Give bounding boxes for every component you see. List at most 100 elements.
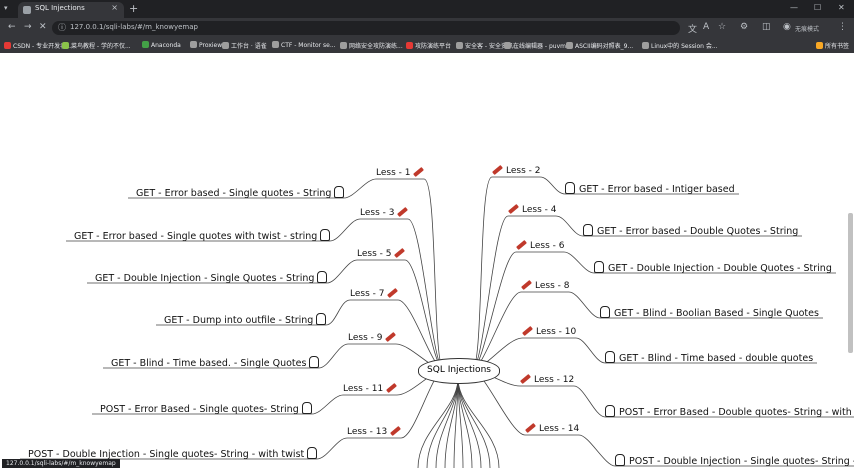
bookmark-item[interactable]: 攻防演练平台 — [406, 41, 451, 50]
bookmark-item[interactable]: 菜鸟教程 - 学的不仅... — [62, 41, 131, 50]
bookmark-item[interactable]: Anaconda — [142, 41, 181, 49]
center-node[interactable]: SQL Injections — [418, 358, 500, 384]
extensions-icon[interactable]: ⚙ — [740, 22, 749, 32]
window-close-icon[interactable]: ✕ — [838, 3, 845, 12]
bookmark-label: ASCII编码对照表_9... — [575, 43, 634, 50]
crayon-icon — [387, 287, 399, 299]
address-bar[interactable]: ⓘ 127.0.0.1/sqli-labs/#/m_knowyemap — [52, 21, 680, 35]
connector-line — [435, 377, 459, 468]
lesson-node[interactable]: Less - 5 — [357, 247, 406, 260]
lesson-description[interactable]: GET - Error based - Single quotes with t… — [74, 229, 331, 242]
bookmark-item[interactable]: 安全客 - 安全资讯... — [456, 41, 519, 50]
tux-penguin-icon — [565, 182, 575, 194]
lesson-node[interactable]: Less - 8 — [521, 279, 569, 292]
lesson-node[interactable]: Less - 7 — [350, 287, 399, 300]
connector-line — [426, 377, 459, 468]
lesson-description-text: POST - Error Based - Single quotes- Stri… — [100, 404, 299, 415]
connector-line — [563, 251, 836, 274]
lesson-description[interactable]: GET - Error based - Single quotes - Stri… — [136, 186, 345, 199]
crayon-icon — [508, 203, 519, 215]
tab-close-icon[interactable]: × — [111, 3, 118, 12]
lesson-description[interactable]: POST - Error Based - Double quotes- Stri… — [605, 405, 854, 418]
lesson-label: Less - 2 — [506, 166, 541, 176]
lesson-node[interactable]: Less - 2 — [492, 164, 541, 177]
maximize-icon[interactable]: ☐ — [814, 3, 822, 12]
lesson-description[interactable]: GET - Error based - Intiger based — [565, 182, 735, 195]
lesson-description[interactable]: GET - Double Injection - Single Quotes -… — [95, 271, 328, 284]
tux-penguin-icon — [605, 351, 615, 363]
lesson-node[interactable]: Less - 4 — [508, 203, 556, 216]
tab-search-icon[interactable]: ▾ — [4, 4, 8, 12]
status-bar-url: 127.0.0.1/sqli-labs/#/m_knowyemap — [2, 459, 120, 468]
bookmark-label: CTF - Monitor se... — [281, 42, 336, 49]
lesson-node[interactable]: Less - 14 — [525, 422, 579, 435]
bookmark-favicon-icon — [142, 41, 149, 48]
new-tab-button[interactable]: + — [129, 2, 139, 15]
site-info-icon[interactable]: ⓘ — [58, 23, 66, 32]
lesson-node[interactable]: Less - 1 — [376, 166, 425, 179]
tab-sql-injections[interactable]: SQL Injections × — [18, 2, 124, 18]
lesson-description[interactable]: GET - Blind - Boolian Based - Single Quo… — [600, 306, 819, 319]
forward-button[interactable]: → — [24, 22, 32, 32]
lesson-label: Less - 10 — [536, 327, 577, 337]
collections-icon[interactable]: ◫ — [762, 22, 771, 32]
bookmark-label: 攻防演练平台 — [415, 43, 452, 50]
connector-line — [20, 437, 348, 460]
lesson-description[interactable]: GET - Blind - Time based - double quotes — [605, 351, 813, 364]
lesson-node[interactable]: Less - 3 — [360, 206, 409, 219]
lesson-label: Less - 7 — [350, 289, 385, 299]
lesson-node[interactable]: Less - 6 — [516, 239, 565, 252]
lesson-description-text: POST - Error Based - Double quotes- Stri… — [619, 407, 854, 418]
menu-icon[interactable]: ⋮ — [838, 22, 847, 32]
bookmark-favicon-icon — [456, 42, 463, 49]
crayon-icon — [516, 239, 527, 251]
lesson-description-text: POST - Double Injection - Single quotes-… — [28, 449, 305, 460]
lesson-description[interactable]: POST - Double Injection - Single quotes-… — [28, 447, 318, 460]
minimize-icon[interactable]: — — [790, 3, 798, 12]
lesson-description[interactable]: POST - Double Injection - Single quotes-… — [615, 454, 854, 467]
bookmark-favicon-icon — [4, 42, 11, 49]
bookmark-item[interactable]: 工作台 · 语雀 — [222, 41, 267, 50]
lesson-node[interactable]: Less - 12 — [520, 373, 574, 386]
tux-penguin-icon — [594, 261, 604, 273]
bookmark-item[interactable]: 网络安全攻防演练... — [340, 41, 403, 50]
back-button[interactable]: ← — [8, 22, 16, 32]
lesson-node[interactable]: Less - 11 — [343, 382, 398, 395]
crayon-icon — [394, 247, 406, 259]
profile-label[interactable]: 无痕模式 — [795, 26, 820, 33]
lesson-description-text: GET - Double Injection - Single Quotes -… — [95, 273, 315, 284]
lesson-description-text: GET - Blind - Boolian Based - Single Quo… — [614, 308, 819, 319]
bookmark-item[interactable]: 在线编辑器 - puvm... — [504, 41, 572, 50]
bookmark-favicon-icon — [340, 42, 347, 49]
connector-line — [568, 291, 823, 319]
bookmark-item[interactable]: Linux中的 Session 会... — [642, 41, 718, 50]
tux-penguin-icon — [583, 224, 593, 236]
bookmark-item[interactable]: ASCII编码对照表_9... — [566, 41, 633, 50]
profile-icon[interactable]: ◉ — [783, 22, 791, 32]
lesson-description[interactable]: POST - Error Based - Single quotes- Stri… — [100, 402, 312, 415]
bookmark-favicon-icon — [222, 42, 229, 49]
crayon-icon — [386, 382, 398, 394]
tux-penguin-icon — [605, 405, 615, 417]
lesson-description[interactable]: GET - Error based - Double Quotes - Stri… — [583, 224, 798, 237]
lesson-node[interactable]: Less - 9 — [348, 331, 397, 344]
lesson-description[interactable]: GET - Dump into outfile - String — [164, 313, 327, 326]
read-aloud-icon[interactable]: A — [703, 22, 710, 32]
bookmark-item[interactable]: 所有书签 — [816, 41, 849, 50]
lesson-description[interactable]: GET - Double Injection - Double Quotes -… — [594, 261, 832, 274]
lesson-label: Less - 6 — [530, 241, 565, 251]
lesson-description[interactable]: GET - Blind - Time based. - Single Quote… — [111, 356, 320, 369]
stop-button[interactable]: ✕ — [39, 22, 47, 32]
vertical-scrollbar[interactable] — [848, 213, 853, 353]
lesson-node[interactable]: Less - 10 — [522, 325, 577, 338]
connector-line — [575, 337, 817, 364]
bookmark-item[interactable]: Proxiew — [190, 41, 222, 49]
bookmark-item[interactable]: CTF - Monitor se... — [272, 41, 336, 49]
favorite-icon[interactable]: ☆ — [718, 22, 727, 32]
connector-line — [471, 215, 556, 371]
lesson-node[interactable]: Less - 13 — [347, 425, 402, 438]
translate-icon[interactable]: 文 — [688, 25, 698, 35]
crayon-icon — [492, 164, 503, 176]
crayon-icon — [522, 325, 533, 337]
bookmark-item[interactable]: CSDN - 专业开发者... — [4, 41, 72, 50]
